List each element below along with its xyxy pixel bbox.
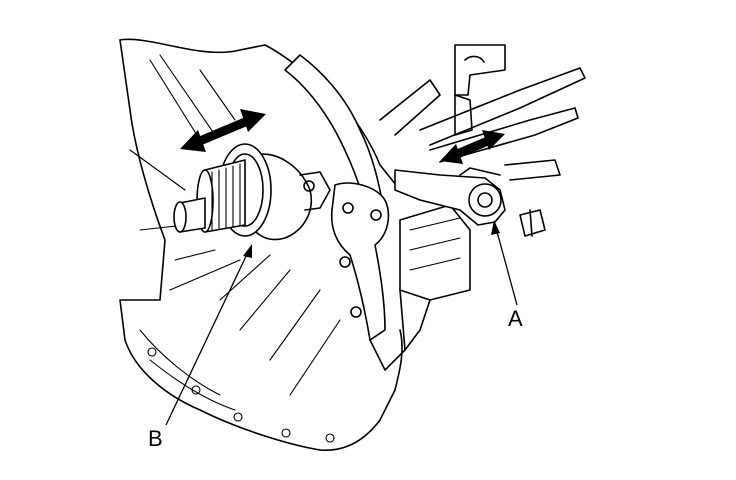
gearbox-side [369,44,586,371]
callout-b-arrowhead [243,244,252,258]
callout-label-b: B [148,426,163,451]
movement-arrow-left [180,109,266,152]
release-fork [394,167,506,226]
transmission-housing [119,38,403,451]
callout-label-a: A [508,306,523,331]
movement-arrow-right [440,130,505,164]
callout-a-leader [495,227,518,306]
input-shaft [173,159,246,233]
callout-a-arrowhead [491,220,500,235]
callout-b-leader [165,251,249,426]
housing-arch [284,54,390,341]
housing-ribs [129,54,341,396]
